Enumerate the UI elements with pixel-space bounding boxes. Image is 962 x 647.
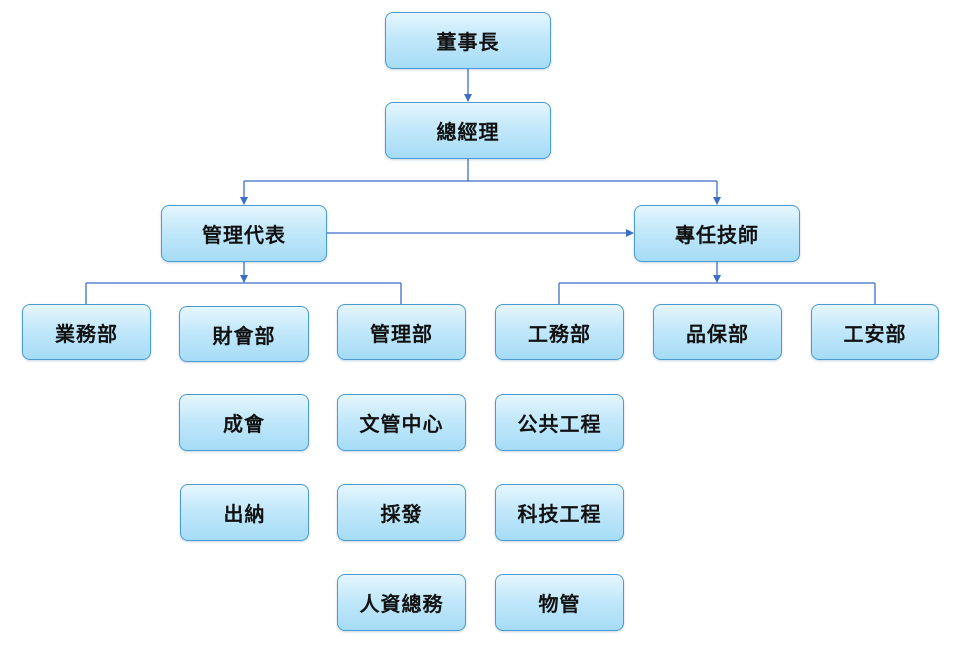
node-label: 出納 — [223, 502, 266, 526]
node-management-representative[interactable]: 管理代表 — [161, 205, 327, 262]
node-label: 公共工程 — [517, 412, 602, 436]
node-cost-accounting[interactable]: 成會 — [179, 394, 309, 451]
node-label: 物管 — [538, 592, 581, 616]
node-engineering-department[interactable]: 工務部 — [495, 304, 624, 360]
node-administration-department[interactable]: 管理部 — [337, 304, 466, 360]
node-label: 財會部 — [212, 323, 276, 348]
node-quality-department[interactable]: 品保部 — [653, 304, 782, 360]
node-label: 管理代表 — [202, 223, 286, 247]
node-purchasing[interactable]: 採發 — [337, 484, 466, 541]
node-label: 總經理 — [436, 120, 500, 144]
node-safety-department[interactable]: 工安部 — [811, 304, 939, 360]
node-label: 工安部 — [843, 321, 907, 346]
node-cashier[interactable]: 出納 — [180, 484, 309, 541]
node-label: 採發 — [380, 502, 423, 526]
node-document-control[interactable]: 文管中心 — [337, 394, 466, 451]
node-label: 董事長 — [436, 30, 500, 54]
node-general-manager[interactable]: 總經理 — [385, 102, 551, 159]
node-label: 文管中心 — [359, 412, 444, 436]
node-public-works[interactable]: 公共工程 — [495, 394, 624, 451]
node-materials-management[interactable]: 物管 — [495, 574, 624, 631]
node-label: 工務部 — [528, 321, 591, 346]
node-sales-department[interactable]: 業務部 — [22, 304, 151, 360]
node-label: 品保部 — [686, 321, 749, 346]
node-technical-supervisor[interactable]: 專任技師 — [634, 205, 800, 262]
node-label: 人資總務 — [359, 592, 444, 616]
node-chairman[interactable]: 董事長 — [385, 12, 551, 69]
node-tech-engineering[interactable]: 科技工程 — [495, 484, 624, 541]
node-label: 管理部 — [370, 321, 433, 346]
node-label: 專任技師 — [675, 223, 759, 247]
node-label: 科技工程 — [517, 502, 602, 526]
node-label: 業務部 — [55, 321, 118, 346]
node-hr-general-affairs[interactable]: 人資總務 — [337, 574, 466, 631]
node-finance-department[interactable]: 財會部 — [179, 306, 309, 362]
node-label: 成會 — [223, 412, 265, 436]
